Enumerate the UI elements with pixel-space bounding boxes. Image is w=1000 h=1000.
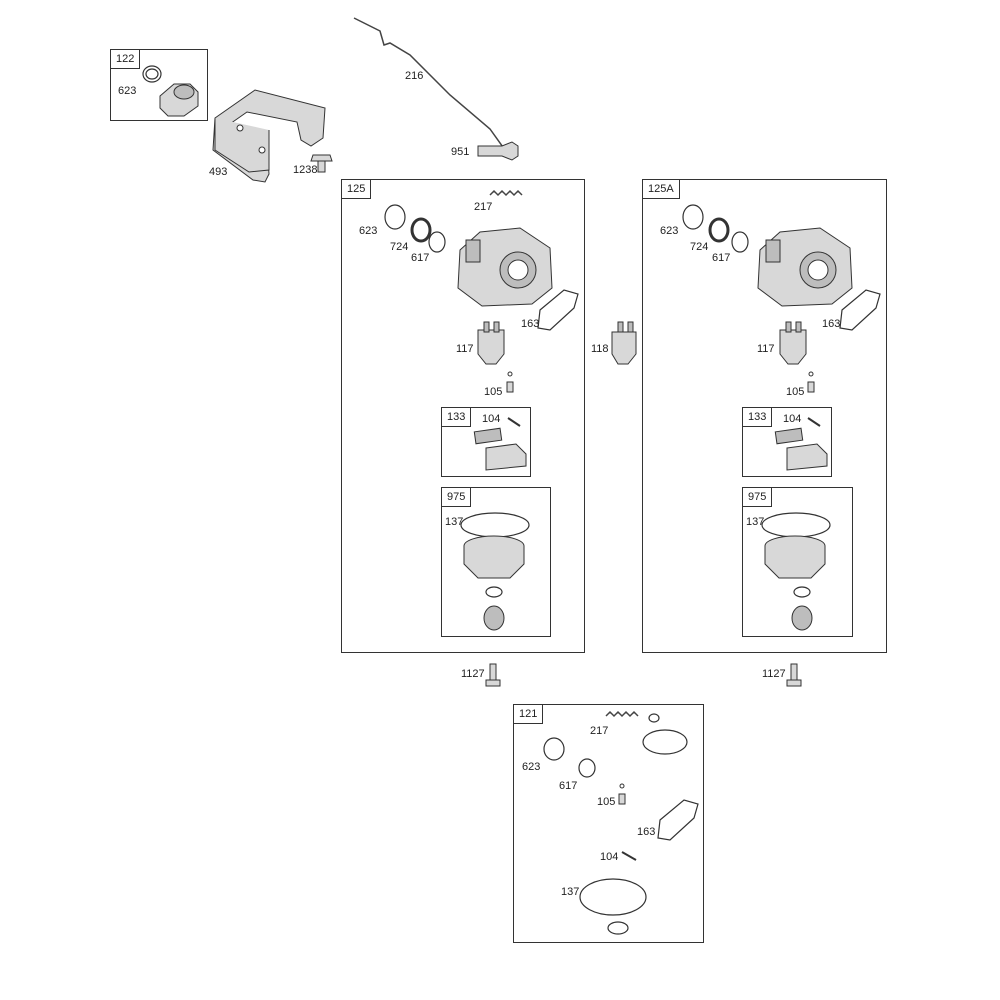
callout-163: 163	[521, 318, 540, 330]
kit-box-975-a: 975	[441, 487, 551, 637]
float-icon	[473, 427, 503, 445]
float-icon	[774, 427, 804, 445]
seal-ring-icon	[460, 512, 530, 538]
fuel-valve-icon	[477, 321, 505, 365]
bolt-icon	[483, 605, 505, 631]
callout-623: 623	[118, 85, 137, 97]
callout-623: 623	[359, 225, 378, 237]
callout-623: 623	[660, 225, 679, 237]
callout-163: 163	[822, 318, 841, 330]
kit-tag-133-a: 133	[441, 407, 472, 427]
callout-137: 137	[445, 516, 464, 528]
seal-ring-icon	[731, 231, 749, 253]
kit-box-121: 121	[513, 704, 704, 943]
seal-ring-icon	[579, 878, 647, 916]
kit-box-975-b: 975	[742, 487, 853, 637]
needle-icon	[807, 371, 815, 393]
float-bowl-icon	[764, 535, 826, 579]
callout-617: 617	[559, 780, 578, 792]
fuel-valve-icon	[611, 321, 637, 365]
callout-1127: 1127	[762, 668, 786, 680]
elbow-fitting-icon	[477, 141, 519, 161]
spring-icon	[605, 710, 639, 718]
callout-617: 617	[712, 252, 731, 264]
callout-623: 623	[522, 761, 541, 773]
callout-163: 163	[637, 826, 656, 838]
carburetor-icon	[457, 227, 553, 307]
bracket-icon	[212, 89, 326, 183]
gasket-icon	[537, 289, 579, 331]
kit-box-133-a: 133	[441, 407, 531, 477]
seal-ring-icon	[543, 737, 565, 761]
callout-951: 951	[451, 146, 470, 158]
callout-105: 105	[786, 386, 805, 398]
kit-box-122: 122	[110, 49, 208, 121]
seal-ring-icon	[708, 217, 730, 243]
kit-tag-975-a: 975	[441, 487, 472, 507]
gasket-icon	[839, 289, 881, 331]
callout-117: 117	[456, 343, 474, 355]
callout-1238: 1238	[293, 164, 318, 176]
carburetor-icon	[757, 227, 853, 307]
spring-icon	[489, 189, 523, 197]
callout-617: 617	[411, 252, 430, 264]
callout-105: 105	[484, 386, 503, 398]
fuel-valve-icon	[779, 321, 807, 365]
kit-box-125: 125	[341, 179, 585, 653]
linkage-rod-icon	[353, 17, 511, 158]
kit-box-133-b: 133	[742, 407, 832, 477]
kit-tag-122: 122	[110, 49, 141, 69]
callout-105: 105	[597, 796, 616, 808]
callout-1127: 1127	[461, 668, 485, 680]
callout-724: 724	[690, 241, 709, 253]
callout-724: 724	[390, 241, 409, 253]
bolt-icon	[485, 663, 501, 687]
kit-tag-125: 125	[341, 179, 372, 199]
elbow-fitting-icon	[159, 83, 199, 117]
seal-ring-icon	[428, 231, 446, 253]
callout-216: 216	[405, 70, 424, 82]
float-icon	[485, 443, 527, 471]
callout-104: 104	[783, 413, 802, 425]
float-bowl-icon	[463, 535, 525, 579]
seal-ring-icon	[761, 512, 831, 538]
callout-217: 217	[474, 201, 493, 213]
float-icon	[786, 443, 828, 471]
kit-tag-125A: 125A	[642, 179, 680, 199]
callout-137: 137	[561, 886, 580, 898]
seal-ring-icon	[682, 204, 704, 230]
gasket-icon	[657, 799, 699, 841]
callout-118: 118	[591, 343, 609, 355]
bolt-icon	[791, 605, 813, 631]
needle-icon	[506, 371, 514, 393]
seal-ring-icon	[642, 729, 688, 755]
callout-137: 137	[746, 516, 765, 528]
seal-ring-icon	[578, 758, 596, 778]
bolt-icon	[786, 663, 802, 687]
seal-ring-icon	[410, 217, 432, 243]
bolt-icon	[310, 154, 333, 173]
kit-tag-133-b: 133	[742, 407, 773, 427]
callout-217: 217	[590, 725, 609, 737]
seal-ring-icon	[384, 204, 406, 230]
callout-117: 117	[757, 343, 775, 355]
callout-493: 493	[209, 166, 228, 178]
kit-box-125A: 125A	[642, 179, 887, 653]
callout-104: 104	[482, 413, 501, 425]
seal-ring-icon	[142, 65, 162, 83]
kit-tag-975-b: 975	[742, 487, 773, 507]
kit-tag-121: 121	[513, 704, 544, 724]
needle-icon	[618, 783, 626, 805]
callout-104: 104	[600, 851, 619, 863]
